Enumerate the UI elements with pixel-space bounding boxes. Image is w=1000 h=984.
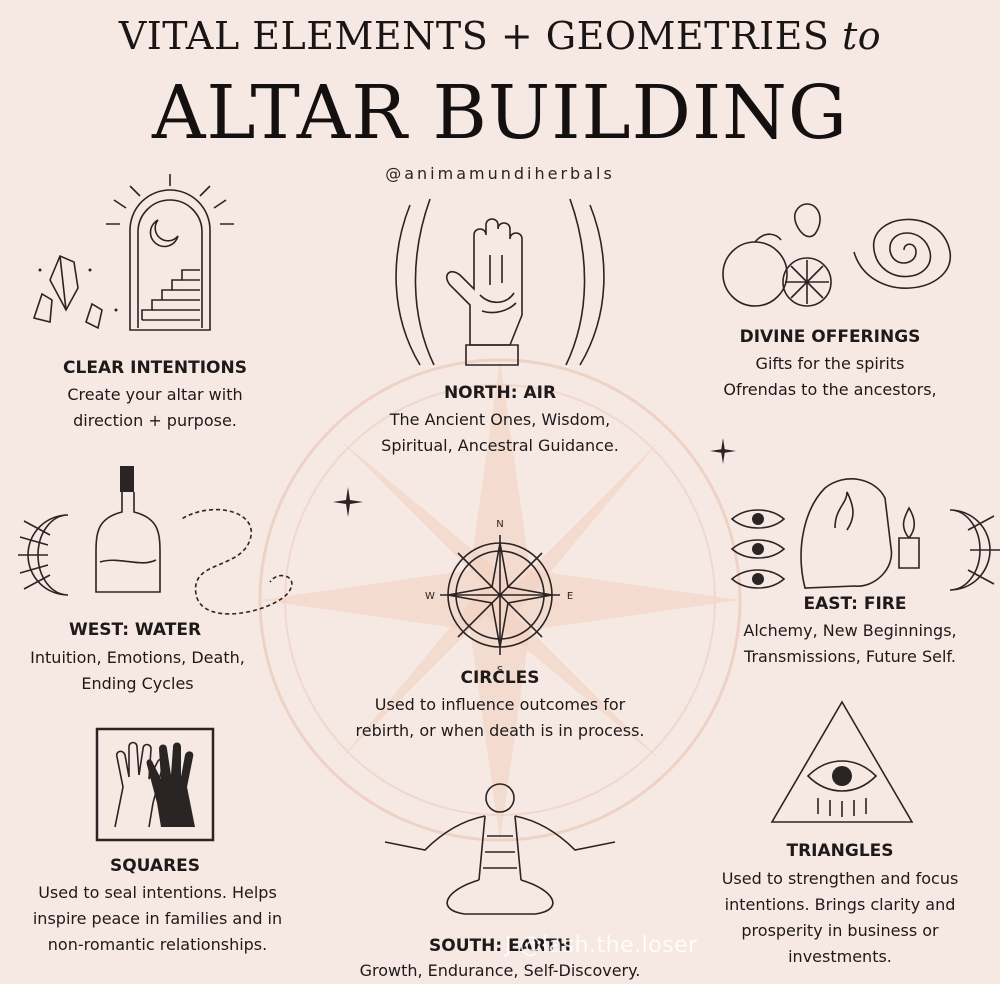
palm-hand-icon bbox=[395, 198, 605, 366]
title-line1: VITAL ELEMENTS + GEOMETRIES to bbox=[118, 14, 882, 58]
divine-offerings-heading: DIVINE OFFERINGS bbox=[739, 327, 921, 347]
clear-intentions-text: Create your altar with direction + purpo… bbox=[67, 385, 243, 430]
arch-window-stairs-icon bbox=[32, 174, 234, 331]
east-fire-heading: EAST: FIRE bbox=[803, 594, 907, 614]
compass-rose-icon: N S E W bbox=[425, 519, 573, 676]
circles-heading: CIRCLES bbox=[460, 668, 540, 688]
main-title: ALTAR BUILDING bbox=[151, 70, 849, 156]
ammonite-shell-icon bbox=[853, 218, 951, 289]
triangles-heading: TRIANGLES bbox=[786, 841, 894, 861]
svg-text:E: E bbox=[567, 591, 573, 602]
svg-text:N: N bbox=[496, 519, 503, 530]
bottle-icon bbox=[95, 466, 161, 593]
snake-icon bbox=[179, 508, 293, 615]
candle-icon bbox=[800, 478, 920, 589]
watermark-text: J @lash.the.loser bbox=[505, 933, 698, 958]
east-fire-text: Alchemy, New Beginnings, Transmissions, … bbox=[743, 621, 957, 666]
sparkle-icon bbox=[710, 438, 736, 464]
all-seeing-eye-triangle-icon bbox=[770, 700, 914, 823]
svg-text:S: S bbox=[497, 665, 503, 676]
squares-heading: SQUARES bbox=[109, 856, 201, 876]
meditating-figure-icon bbox=[384, 783, 616, 915]
west-water-heading: WEST: WATER bbox=[68, 620, 202, 640]
circles-text: Used to influence outcomes for rebirth, … bbox=[355, 695, 645, 740]
divine-offerings-text: Gifts for the spirits Ofrendas to the an… bbox=[723, 354, 937, 399]
clear-intentions-heading: CLEAR INTENTIONS bbox=[63, 358, 247, 378]
south-earth-heading: SOUTH: EARTH bbox=[429, 936, 571, 956]
svg-text:W: W bbox=[425, 591, 435, 602]
sparkle-icon bbox=[333, 487, 363, 517]
crescent-moon-icon bbox=[949, 509, 1000, 591]
squares-text: Used to seal intentions. Helps inspire p… bbox=[32, 883, 283, 954]
hands-square-icon bbox=[95, 727, 215, 842]
north-air-text: The Ancient Ones, Wisdom, Spiritual, Anc… bbox=[381, 410, 619, 455]
triangles-text: Used to strengthen and focus intentions.… bbox=[721, 869, 959, 966]
north-air-heading: NORTH: AIR bbox=[443, 383, 557, 403]
fruit-offering-icon bbox=[722, 203, 832, 307]
south-earth-text: Growth, Endurance, Self-Discovery. bbox=[359, 961, 641, 980]
eye-icon bbox=[730, 509, 786, 589]
west-water-text: Intuition, Emotions, Death, Ending Cycle… bbox=[30, 648, 245, 693]
instagram-handle: @animamundiherbals bbox=[385, 164, 615, 183]
crescent-moon-icon bbox=[18, 514, 69, 596]
